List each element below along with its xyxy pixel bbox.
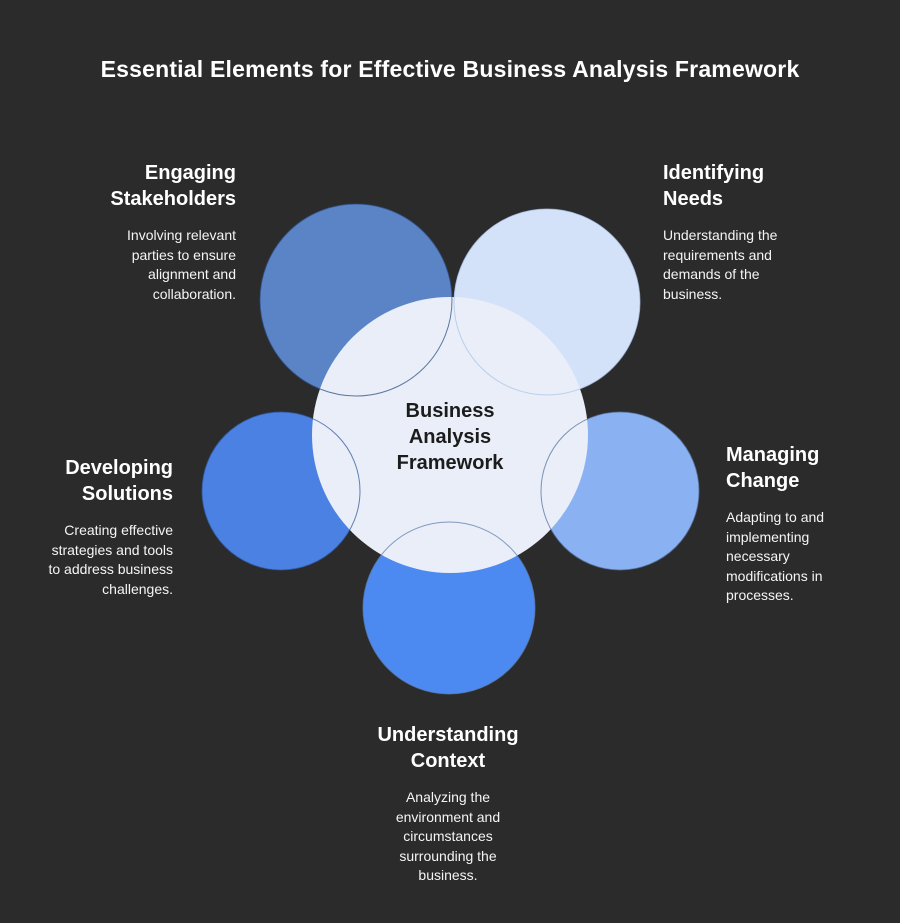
petal-outline-developing-solutions <box>201 411 361 571</box>
item-description: Adapting to and implementing necessary m… <box>726 509 825 603</box>
item-heading: Engaging Stakeholders <box>110 162 236 210</box>
center-circle <box>312 297 588 573</box>
petal-outline-managing-change <box>540 411 700 571</box>
item-heading: Understanding Context <box>377 724 519 772</box>
item-heading: Developing Solutions <box>65 457 173 505</box>
label-engaging-stakeholders: Engaging Stakeholders Involving relevant… <box>16 160 236 304</box>
item-description: Creating effective strategies and tools … <box>48 522 173 597</box>
item-heading: Identifying Needs <box>663 162 765 210</box>
label-managing-change: Managing Change Adapting to and implemen… <box>726 442 891 606</box>
item-description: Involving relevant parties to ensure ali… <box>127 227 236 302</box>
petal-outline-understanding-context <box>362 521 536 695</box>
label-identifying-needs: Identifying Needs Understanding the requ… <box>663 160 873 304</box>
item-description: Analyzing the environment and circumstan… <box>395 789 501 883</box>
page-title: Essential Elements for Effective Busines… <box>100 56 800 82</box>
center-label: Business Analysis Framework <box>396 400 504 474</box>
item-heading: Managing Change <box>726 444 820 492</box>
petal-outline-identifying-needs <box>453 208 641 396</box>
petal-outline-engaging-stakeholders <box>259 203 453 397</box>
label-understanding-context: Understanding Context Analyzing the envi… <box>323 722 573 886</box>
label-developing-solutions: Developing Solutions Creating effective … <box>0 455 173 599</box>
item-description: Understanding the requirements and deman… <box>663 227 778 302</box>
